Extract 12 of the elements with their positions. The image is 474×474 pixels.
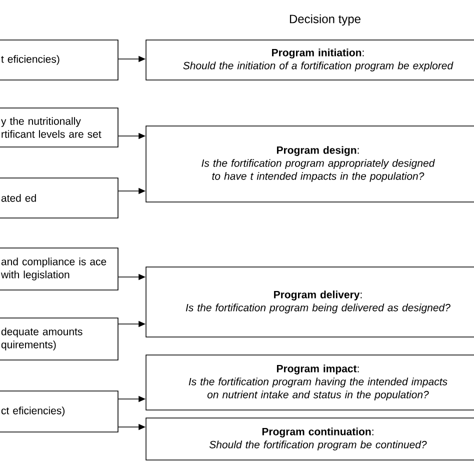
input-box: t eficiencies) <box>0 40 118 80</box>
input-box: y the nutritionally rtificant levels are set <box>0 108 118 148</box>
decision-box: Program design: Is the fortification program appropriately designed to have t intended impacts in the population? <box>146 126 474 202</box>
heading: Decision type <box>290 14 360 26</box>
input-box: and compliance is ace with legislation <box>0 248 118 290</box>
input-box: ated ed <box>0 178 118 218</box>
decision-box: Program continuation: Should the fortification program be continued? <box>146 418 474 460</box>
input-box: dequate amounts quirements) <box>0 318 118 360</box>
input-box: ct eficiencies) <box>0 390 118 432</box>
decision-box: Program delivery: Is the fortification program being delivered as designed? <box>146 266 474 338</box>
decision-box: Program initiation: Should the initiation of a fortification program be explored <box>146 40 474 80</box>
decision-box: Program impact: Is the fortification program having the intended impacts on nutrient intake and status in the population? <box>146 354 474 410</box>
